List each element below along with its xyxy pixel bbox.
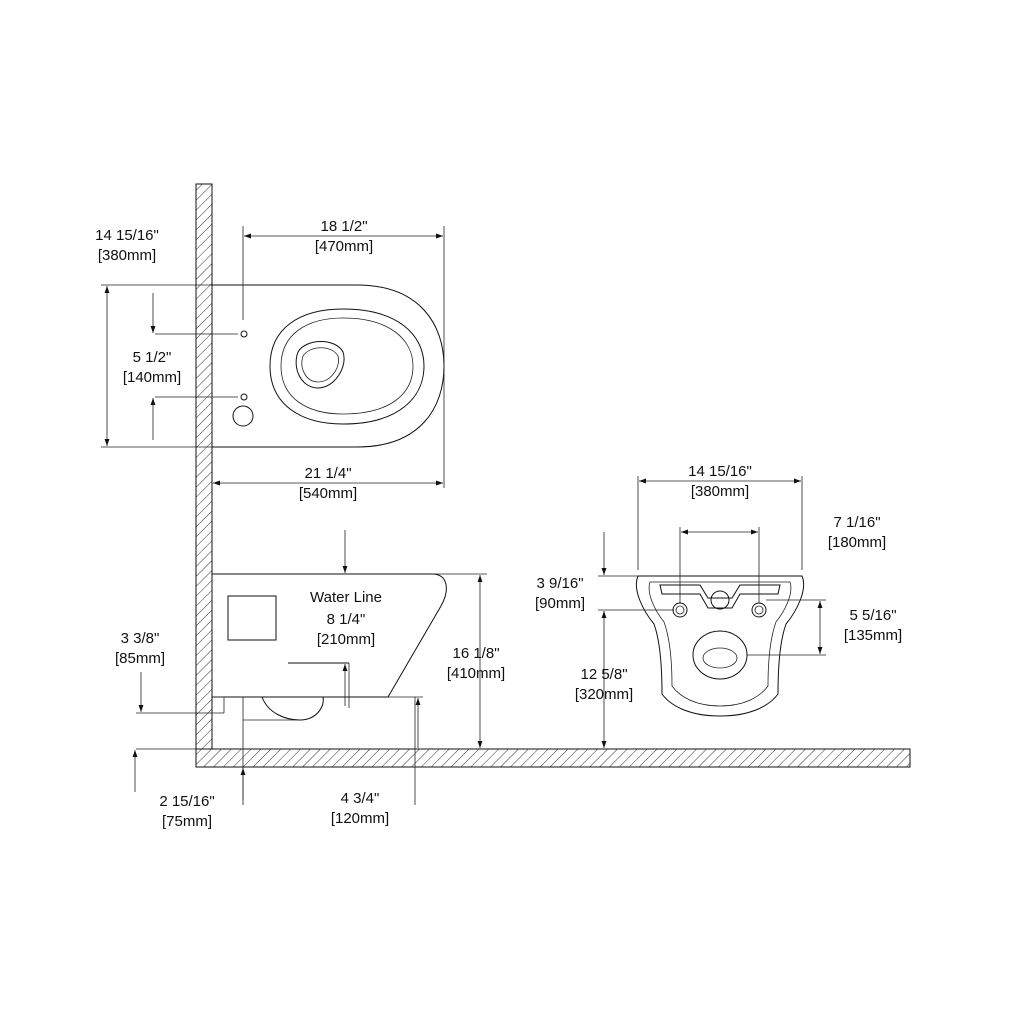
label-rear-width-mm: [380mm]	[691, 483, 749, 500]
outlet-rear-outer	[692, 630, 748, 680]
mounting-plate	[227, 595, 277, 641]
bolt-hole-rear-right	[751, 602, 767, 618]
label-projection-mm: [540mm]	[299, 485, 357, 502]
bowl-inner-rear	[648, 581, 792, 707]
bolt-hole-upper	[240, 330, 248, 338]
label-top-width-in: 18 1/2"	[320, 218, 367, 235]
label-rear-floor-mm: [320mm]	[575, 686, 633, 703]
bolt-hole-rear-right-inner	[754, 605, 764, 615]
bolt-hole-rear-left	[672, 602, 688, 618]
label-rear-bolt-in: 7 1/16"	[833, 514, 880, 531]
label-top-height-mm: [380mm]	[98, 247, 156, 264]
dimension-labels: 18 1/2" [470mm] 14 15/16" [380mm] 5 1/2"…	[95, 218, 902, 830]
label-outlet-height-in: 3 3/8"	[121, 630, 160, 647]
extension-lines	[101, 226, 826, 805]
drain-outer-top	[295, 341, 345, 389]
label-outlet-height-mm: [85mm]	[115, 650, 165, 667]
bowl-inner-top	[280, 317, 414, 415]
label-rim-height-in: 16 1/8"	[452, 645, 499, 662]
label-water-line: Water Line	[310, 589, 382, 606]
label-projection-in: 21 1/4"	[304, 465, 351, 482]
label-rear-top-mm: [90mm]	[535, 595, 585, 612]
rear-shoulders	[659, 584, 781, 609]
label-rear-width-in: 14 15/16"	[688, 463, 752, 480]
inlet-hole-rear	[710, 590, 730, 610]
label-rear-top-in: 3 9/16"	[536, 575, 583, 592]
label-rim-height-mm: [410mm]	[447, 665, 505, 682]
label-bolt-spacing-in: 5 1/2"	[133, 349, 172, 366]
wall	[195, 183, 213, 750]
dimension-lines	[104, 233, 823, 800]
label-bolt-spacing-mm: [140mm]	[123, 369, 181, 386]
label-water-line-mm: [210mm]	[317, 631, 375, 648]
outlet-pipe	[261, 696, 324, 721]
seat-opening-top	[269, 308, 425, 425]
inlet-hole-top	[232, 405, 254, 427]
label-rear-inlet-in: 5 5/16"	[849, 607, 896, 624]
bolt-hole-rear-left-inner	[675, 605, 685, 615]
bolt-hole-lower	[240, 393, 248, 401]
label-rear-floor-in: 12 5/8"	[580, 666, 627, 683]
label-top-height-in: 14 15/16"	[95, 227, 159, 244]
label-base-height-mm: [120mm]	[331, 810, 389, 827]
label-rear-bolt-mm: [180mm]	[828, 534, 886, 551]
label-base-height-in: 4 3/4"	[341, 790, 380, 807]
label-outlet-floor-in: 2 15/16"	[159, 793, 214, 810]
bowl-outline-rear	[636, 575, 804, 717]
label-outlet-floor-mm: [75mm]	[162, 813, 212, 830]
floor	[195, 748, 911, 768]
wall-and-floor	[195, 183, 911, 768]
drain-inner-top	[301, 347, 339, 383]
label-top-width-mm: [470mm]	[315, 238, 373, 255]
label-rear-inlet-mm: [135mm]	[844, 627, 902, 644]
label-water-line-in: 8 1/4"	[327, 611, 366, 628]
outlet-rear-inner	[702, 647, 738, 669]
rear-view	[636, 575, 804, 717]
top-view	[212, 284, 445, 448]
